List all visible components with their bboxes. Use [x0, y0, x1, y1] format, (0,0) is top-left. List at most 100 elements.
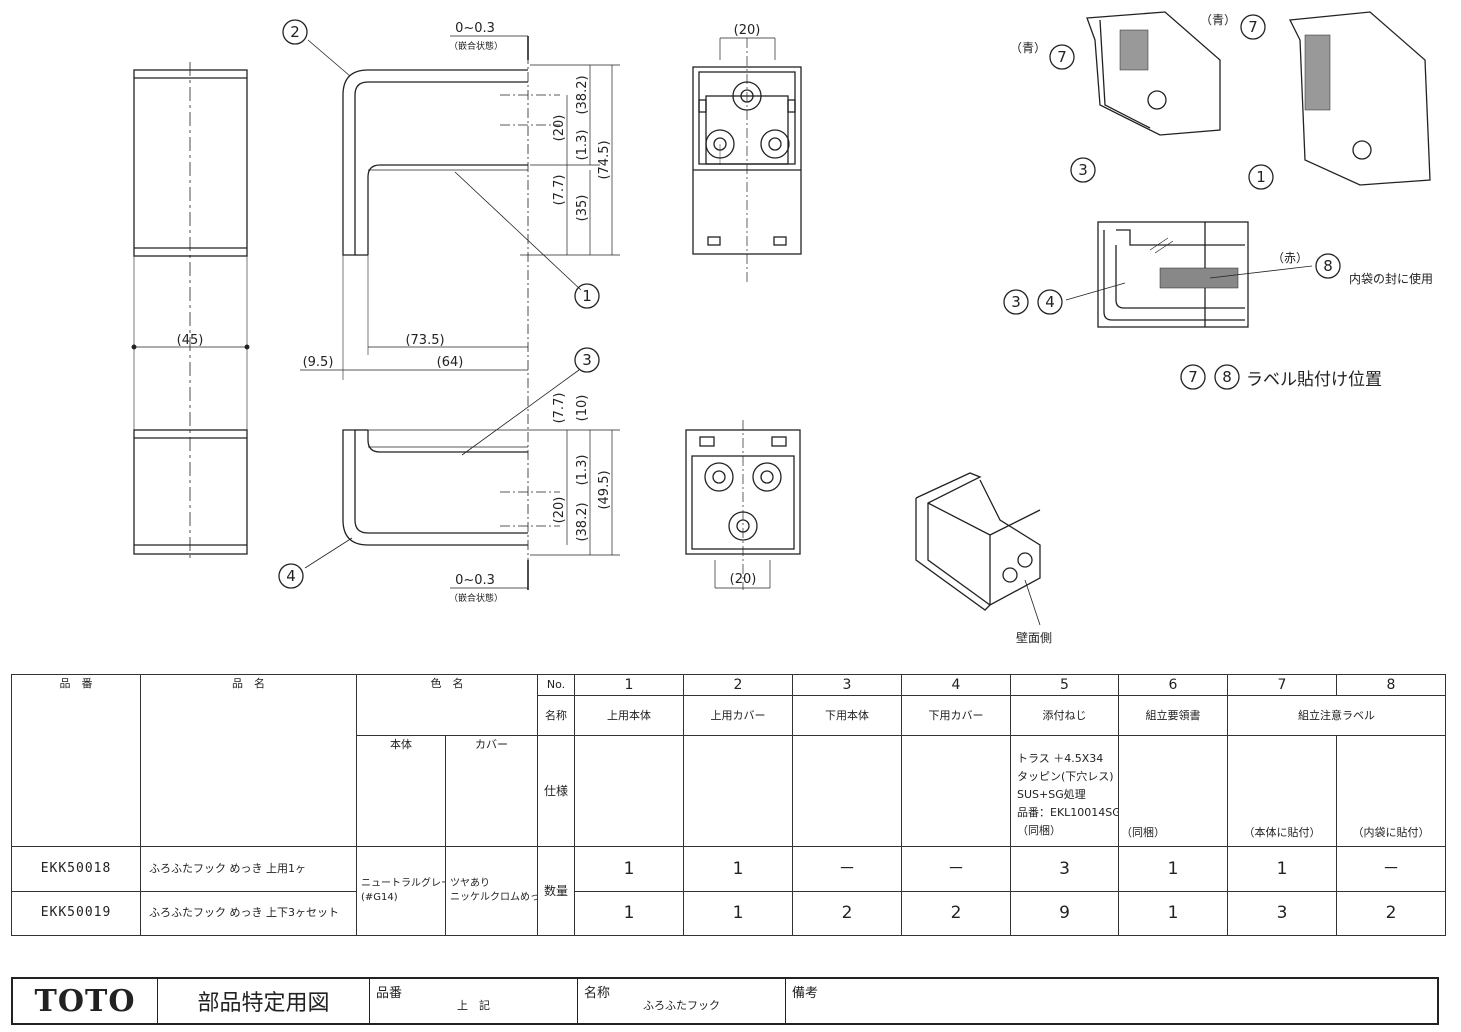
row-2-qty-3: 2 [792, 890, 902, 937]
callout-4: 4 [286, 567, 296, 585]
dim-u-20: (20) [552, 115, 567, 142]
header-qty: 数量 [537, 846, 575, 936]
remarks-label: 備考 [792, 986, 819, 1001]
dim-l-20: (20) [552, 497, 567, 524]
row-1-qty-5: 3 [1010, 846, 1119, 892]
col-spec-3 [792, 735, 902, 848]
col-no-8: 8 [1336, 673, 1446, 697]
color-cover-line-1: ツヤあり [450, 878, 490, 890]
wall-side-label: 壁面側 [1016, 630, 1052, 645]
col-name-6: 組立要領書 [1118, 695, 1228, 737]
dim-pitch-bottom: (20) [730, 572, 757, 587]
drawing-title: 部品特定用図 [158, 979, 370, 1023]
callout-7a: 7 [1057, 48, 1067, 66]
col-name-2: 上用カバー [683, 695, 793, 737]
header-no: No. [537, 673, 575, 697]
dim-l-1-3: (1.3) [575, 455, 590, 486]
row-2-qty-7: 3 [1227, 890, 1337, 937]
col-spec-6: （同梱） [1118, 735, 1228, 848]
row-2-qty-6: 1 [1118, 890, 1228, 937]
col-spec-1 [574, 735, 684, 848]
header-spec: 仕様 [537, 735, 575, 848]
callout-2: 2 [290, 23, 300, 41]
col-name-1: 上用本体 [574, 695, 684, 737]
header-part-name: 品 名 [140, 673, 357, 848]
row-1-part-name: ふろふたフック めっき 上用1ヶ [140, 846, 357, 892]
callout-8: 8 [1323, 257, 1333, 275]
row-1-qty-7: 1 [1227, 846, 1337, 892]
col-no-4: 4 [901, 673, 1011, 697]
col-name-5: 添付ねじ [1010, 695, 1119, 737]
header-part-no: 品 番 [11, 673, 141, 848]
row-color-body: ニュートラルグレー (#G14) [356, 846, 446, 936]
col-no-3: 3 [792, 673, 902, 697]
side-view [300, 35, 620, 590]
name-label: 名称 [584, 986, 611, 1001]
col-spec-7: （本体に貼付） [1227, 735, 1337, 848]
blue-label-2: （青） [1200, 13, 1236, 27]
inner-bag-note: 内袋の封に使用 [1349, 271, 1433, 286]
callout-1: 1 [582, 287, 592, 305]
dim-width: (45) [177, 333, 204, 348]
name-cell: 名称 ふろふたフック [578, 979, 786, 1023]
callout-1b: 1 [1256, 168, 1266, 186]
header-color-cover: カバー [445, 735, 538, 848]
col-name-7-8: 組立注意ラベル [1227, 695, 1446, 737]
header-color-body: 本体 [356, 735, 446, 848]
row-1-qty-4: － [901, 846, 1011, 892]
fitting-state-top: （嵌合状態） [449, 40, 503, 52]
dim-depth-inner: (64) [437, 355, 464, 370]
dim-l-7-7: (7.7) [552, 393, 567, 424]
col-no-5: 5 [1010, 673, 1119, 697]
callout-8c: 8 [1222, 368, 1232, 386]
header-name: 名称 [537, 695, 575, 737]
back-view-upper [692, 37, 802, 285]
dim-l-49-5: (49.5) [597, 470, 612, 509]
blue-label-1: （青） [1010, 41, 1046, 55]
dim-l-38-2: (38.2) [575, 502, 590, 541]
row-1-qty-2: 1 [683, 846, 793, 892]
row-2-part-name: ふろふたフック めっき 上下3ヶセット [140, 890, 357, 937]
row-2-qty-8: 2 [1336, 890, 1446, 937]
col-no-1: 1 [574, 673, 684, 697]
dim-u-1-3: (1.3) [575, 130, 590, 161]
col-name-4: 下用カバー [901, 695, 1011, 737]
callout-3: 3 [582, 351, 592, 369]
fitting-state-bottom: （嵌合状態） [449, 592, 503, 604]
dim-u-38-2: (38.2) [575, 75, 590, 114]
callout-7b: 7 [1248, 18, 1258, 36]
col-no-6: 6 [1118, 673, 1228, 697]
brand-logo: TOTO [13, 979, 158, 1023]
row-1-qty-6: 1 [1118, 846, 1228, 892]
dim-u-7-7: (7.7) [552, 175, 567, 206]
row-1-qty-1: 1 [574, 846, 684, 892]
callout-7c: 7 [1188, 368, 1198, 386]
row-2-qty-1: 1 [574, 890, 684, 937]
col-spec-2 [683, 735, 793, 848]
part-no-cell: 品番 上 記 [370, 979, 578, 1023]
part-no-value: 上 記 [457, 999, 490, 1012]
dim-clearance-bottom: 0~0.3 [455, 573, 495, 588]
row-1-part-no: EKK50018 [11, 846, 141, 892]
color-body-line-2: (#G14) [361, 892, 398, 904]
dim-pitch-top: (20) [734, 23, 761, 38]
col-spec-5: トラス ＋4.5X34 タッピン(下穴レス) SUS+SG処理 品番：EKL10… [1010, 735, 1119, 848]
dim-u-35: (35) [575, 195, 590, 222]
callout-3b: 3 [1078, 161, 1088, 179]
dim-thickness: (9.5) [303, 355, 334, 370]
dim-u-74-5: (74.5) [597, 140, 612, 179]
dim-depth-total: (73.5) [405, 333, 444, 348]
screw-spec-2: タッピン(下穴レス) [1017, 770, 1114, 784]
name-value: ふろふたフック [643, 999, 720, 1012]
notes: （青） （青） （赤） 内袋の封に使用 ラベル貼付け位置 壁面側 [1010, 13, 1433, 645]
label-position-note: ラベル貼付け位置 [1246, 370, 1382, 390]
screw-spec-1: トラス ＋4.5X34 [1017, 752, 1104, 766]
callout-4c: 4 [1045, 293, 1055, 311]
remarks-cell: 備考 [786, 979, 1437, 1023]
dimension-labels: 0~0.3 （嵌合状態） 0~0.3 （嵌合状態） (45) (73.5) (6… [177, 21, 761, 604]
col-name-3: 下用本体 [792, 695, 902, 737]
row-1-qty-8: － [1336, 846, 1446, 892]
part-no-label: 品番 [376, 986, 403, 1001]
row-2-qty-4: 2 [901, 890, 1011, 937]
